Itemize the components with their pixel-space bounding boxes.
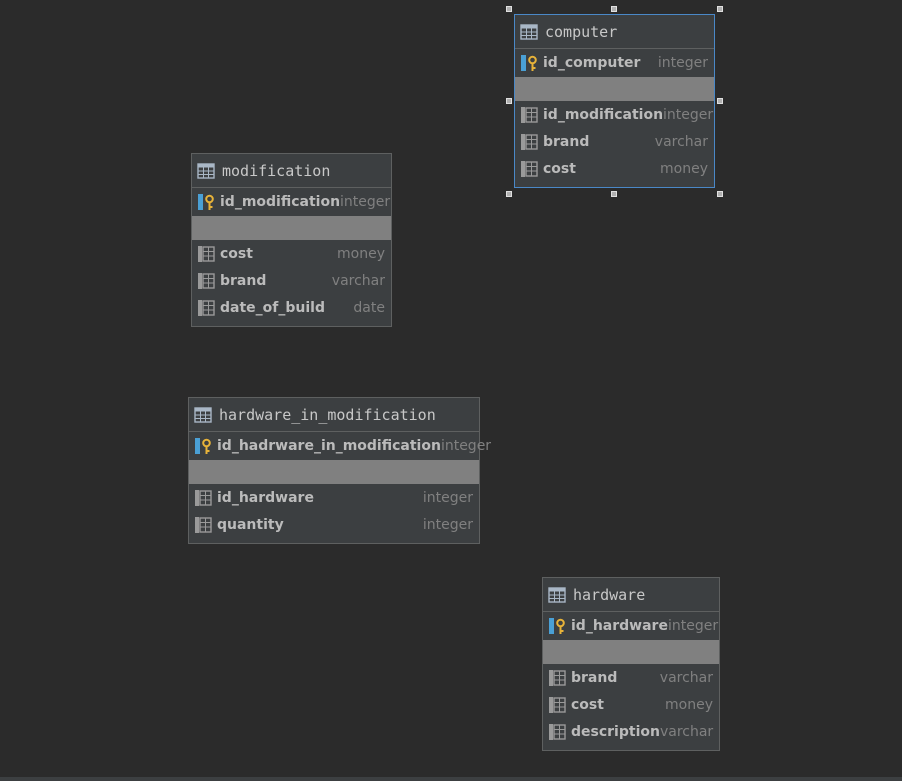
- column-name: brand: [543, 133, 590, 150]
- column-type: varchar: [331, 272, 385, 289]
- primary-key-column-icon: [197, 193, 215, 211]
- primary-key-row[interactable]: id_hadrware_in_modification integer: [189, 432, 491, 460]
- column-row[interactable]: brand varchar: [515, 128, 714, 155]
- table-hardware-in-modification[interactable]: hardware_in_modification id_hadrware_in_…: [188, 397, 491, 544]
- resize-handle-top[interactable]: [611, 6, 617, 12]
- column-row[interactable]: cost money: [515, 155, 714, 182]
- resize-handle-left[interactable]: [506, 98, 512, 104]
- column-row[interactable]: id_modification integer: [515, 101, 714, 128]
- table-title: hardware: [573, 585, 646, 604]
- column-name: cost: [220, 245, 253, 262]
- table-computer[interactable]: computer id_computer integer: [514, 14, 715, 188]
- column-icon: [197, 272, 215, 290]
- table-icon: [520, 23, 538, 41]
- column-name: brand: [220, 272, 267, 289]
- column-type: integer: [663, 106, 714, 123]
- table-header: hardware_in_modification: [189, 398, 479, 432]
- column-icon: [197, 245, 215, 263]
- resize-handle-bottom-left[interactable]: [506, 191, 512, 197]
- column-icon: [548, 723, 566, 741]
- column-name: quantity: [217, 516, 284, 533]
- column-type: integer: [657, 55, 708, 71]
- table-title: computer: [545, 22, 618, 41]
- primary-key-row[interactable]: id_computer integer: [515, 49, 714, 77]
- table-icon: [194, 406, 212, 424]
- column-icon: [548, 669, 566, 687]
- primary-key-column-icon: [194, 437, 212, 455]
- column-row[interactable]: description varchar: [543, 718, 719, 745]
- column-type: varchar: [659, 723, 714, 740]
- column-icon: [197, 299, 215, 317]
- column-name: id_modification: [543, 106, 664, 123]
- column-row[interactable]: cost money: [192, 240, 391, 267]
- column-type: integer: [422, 489, 473, 506]
- column-icon: [520, 160, 538, 178]
- column-name: id_hardware: [571, 618, 668, 634]
- key-separator: [192, 216, 391, 240]
- key-separator: [515, 77, 714, 101]
- column-name: id_modification: [220, 194, 341, 210]
- primary-key-row[interactable]: id_hardware integer: [543, 612, 719, 640]
- table-icon: [197, 162, 215, 180]
- column-row[interactable]: brand varchar: [543, 664, 719, 691]
- canvas-bottom-edge: [0, 777, 902, 781]
- primary-key-column-icon: [520, 54, 538, 72]
- column-row[interactable]: quantity integer: [189, 511, 479, 538]
- table-modification[interactable]: modification id_modification integer: [191, 153, 392, 327]
- column-row[interactable]: brand varchar: [192, 267, 391, 294]
- column-name: id_hardware: [217, 489, 314, 506]
- resize-handle-right[interactable]: [717, 98, 723, 104]
- resize-handle-bottom[interactable]: [611, 191, 617, 197]
- column-type: money: [665, 696, 713, 713]
- column-name: id_computer: [543, 55, 641, 71]
- column-type: varchar: [659, 669, 713, 686]
- column-icon: [520, 106, 538, 124]
- key-separator: [189, 460, 479, 484]
- table-header: hardware: [543, 578, 719, 612]
- resize-handle-top-right[interactable]: [717, 6, 723, 12]
- table-title: hardware_in_modification: [219, 405, 436, 424]
- column-type: money: [337, 245, 385, 262]
- column-type: integer: [667, 618, 719, 634]
- column-type: integer: [422, 516, 473, 533]
- table-hardware[interactable]: hardware id_hardware integer: [542, 577, 720, 751]
- column-type: integer: [440, 438, 492, 454]
- primary-key-row[interactable]: id_modification integer: [192, 188, 391, 216]
- column-name: id_hadrware_in_modification: [217, 438, 441, 454]
- table-icon: [548, 586, 566, 604]
- table-header: computer: [515, 15, 714, 49]
- column-icon: [194, 516, 212, 534]
- column-name: cost: [543, 160, 576, 177]
- primary-key-column-icon: [548, 617, 566, 635]
- column-name: brand: [571, 669, 618, 686]
- column-icon: [194, 489, 212, 507]
- column-row[interactable]: cost money: [543, 691, 719, 718]
- column-name: date_of_build: [220, 299, 325, 316]
- column-type: varchar: [654, 133, 708, 150]
- column-type: date: [353, 299, 385, 316]
- resize-handle-top-left[interactable]: [506, 6, 512, 12]
- column-name: description: [571, 723, 660, 740]
- key-separator: [543, 640, 719, 664]
- column-name: cost: [571, 696, 604, 713]
- column-icon: [548, 696, 566, 714]
- column-row[interactable]: date_of_build date: [192, 294, 391, 321]
- resize-handle-bottom-right[interactable]: [717, 191, 723, 197]
- table-header: modification: [192, 154, 391, 188]
- table-title: modification: [222, 161, 331, 180]
- column-row[interactable]: id_hardware integer: [189, 484, 479, 511]
- column-type: integer: [340, 194, 391, 210]
- column-type: money: [660, 160, 708, 177]
- column-icon: [520, 133, 538, 151]
